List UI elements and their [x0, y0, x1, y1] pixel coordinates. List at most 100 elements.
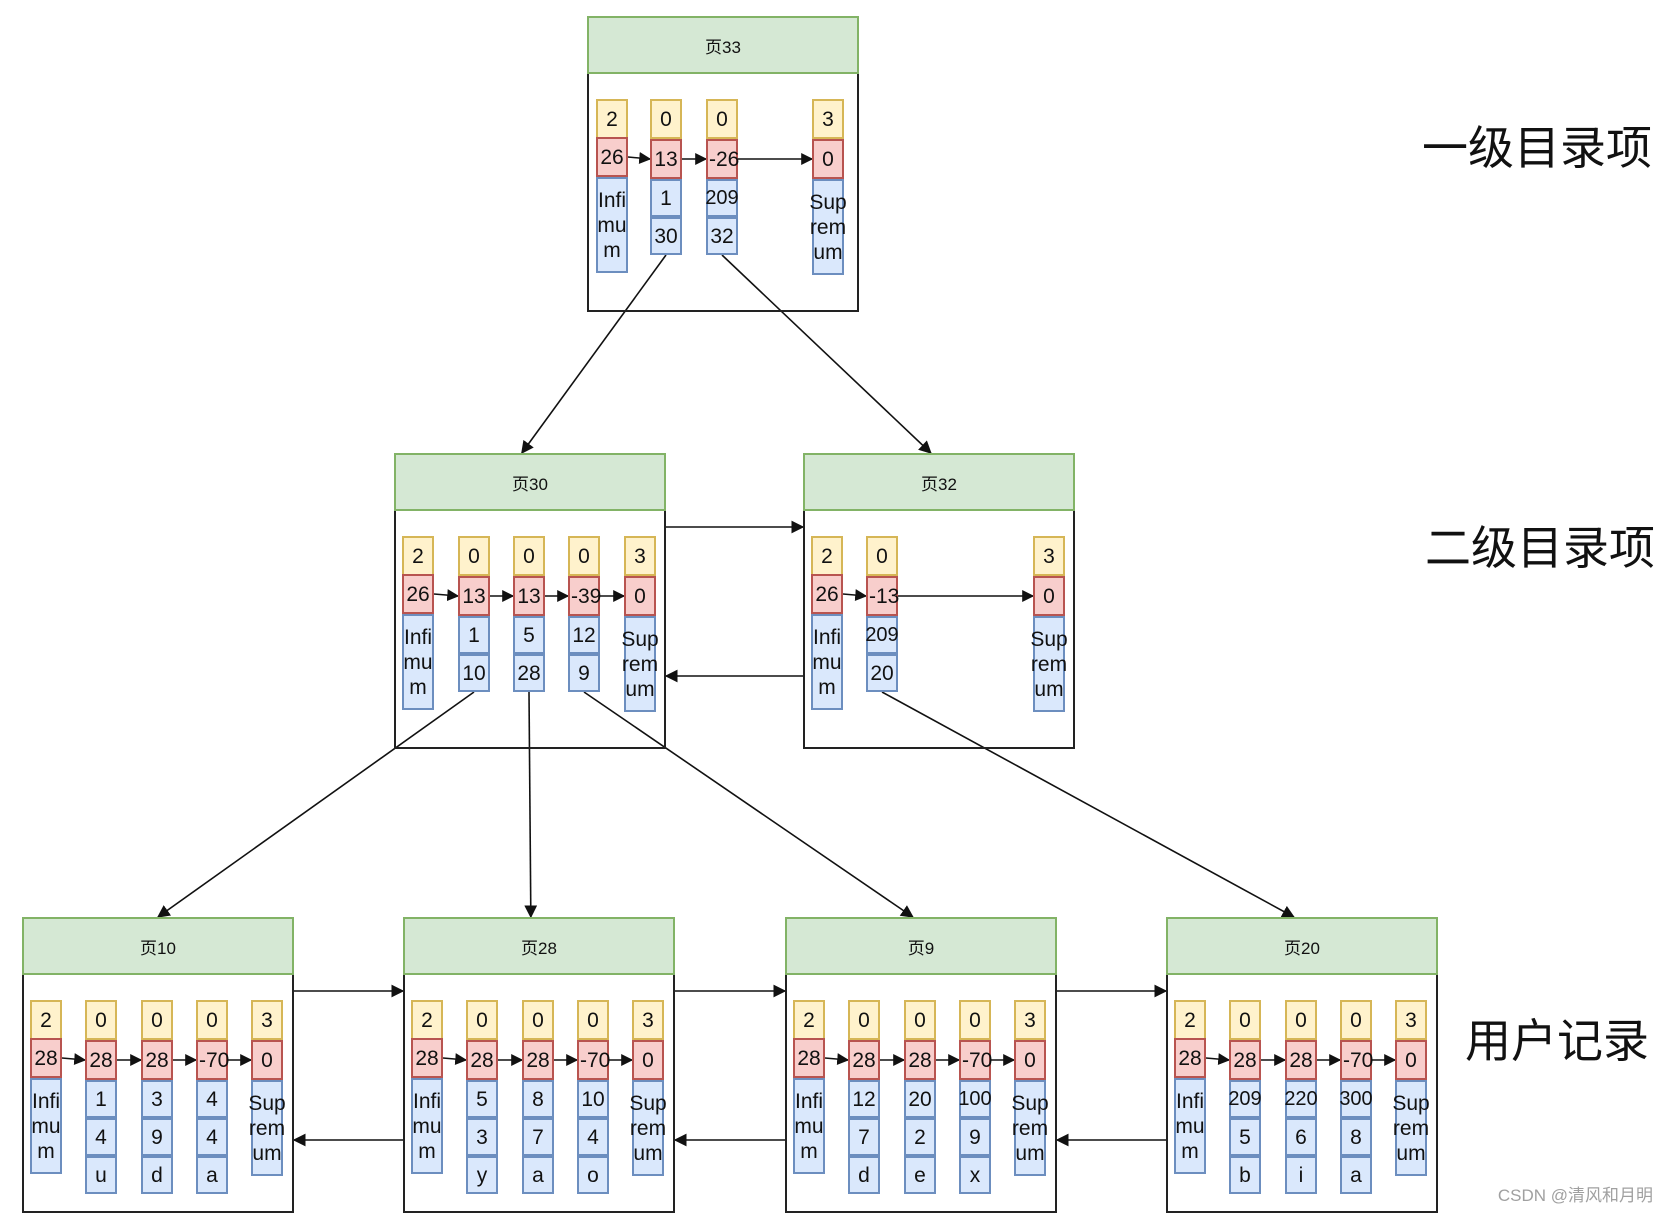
- infimum-record: Infi mu m: [402, 614, 434, 710]
- header-type-cell: 0: [866, 536, 898, 576]
- record-field-cell: 7: [848, 1118, 880, 1156]
- record-field-cell: 1: [85, 1080, 117, 1118]
- header-type-cell: 0: [458, 536, 490, 576]
- supremum-record: Sup rem um: [629, 1080, 667, 1176]
- header-type-cell: 0: [1229, 1000, 1261, 1040]
- record-field-cell: 32: [706, 217, 738, 255]
- record-field-cell: 220: [1284, 1080, 1318, 1118]
- record-field-cell: 6: [1285, 1118, 1317, 1156]
- header-type-cell: 0: [196, 1000, 228, 1040]
- header-type-cell: 0: [141, 1000, 173, 1040]
- header-type-cell: 2: [402, 536, 434, 576]
- record-chain-arrow: [61, 1053, 87, 1066]
- record-field-cell: 9: [141, 1118, 173, 1156]
- record-field-cell: 1: [650, 179, 682, 217]
- next-record-cell: 26: [402, 574, 434, 614]
- header-type-cell: 0: [959, 1000, 991, 1040]
- record-field-cell: 1: [458, 616, 490, 654]
- record-chain-arrow: [824, 1053, 850, 1066]
- record-field-cell: 4: [196, 1118, 228, 1156]
- record-field-cell: i: [1285, 1156, 1317, 1194]
- child-pointer-arrow: [721, 254, 932, 454]
- header-type-cell: 0: [1340, 1000, 1372, 1040]
- level-label-1: 一级目录项: [1422, 122, 1652, 174]
- page-header: 页28: [403, 917, 675, 975]
- record-chain-arrow: [433, 589, 460, 602]
- next-record-cell: -26: [706, 139, 739, 179]
- record-field-cell: 300: [1339, 1080, 1373, 1118]
- record-chain-arrow: [842, 589, 868, 602]
- header-type-cell: 0: [466, 1000, 498, 1040]
- next-record-cell: 13: [650, 139, 682, 179]
- record-field-cell: 20: [866, 654, 898, 692]
- next-record-cell: 0: [632, 1040, 664, 1080]
- next-record-cell: 28: [522, 1040, 554, 1080]
- next-record-cell: -70: [577, 1040, 610, 1080]
- record-field-cell: 10: [458, 654, 490, 692]
- supremum-record: Sup rem um: [621, 616, 659, 712]
- record-field-cell: 4: [85, 1118, 117, 1156]
- next-record-cell: 13: [458, 576, 490, 616]
- record-field-cell: 12: [848, 1080, 880, 1118]
- record-field-cell: 4: [196, 1080, 228, 1118]
- next-record-cell: 13: [513, 576, 545, 616]
- next-record-cell: 28: [141, 1040, 173, 1080]
- page-header: 页30: [394, 453, 666, 511]
- record-field-cell: 8: [1340, 1118, 1372, 1156]
- next-record-cell: 0: [251, 1040, 283, 1080]
- child-pointer-arrow: [524, 691, 538, 919]
- supremum-record: Sup rem um: [248, 1080, 286, 1176]
- page-header: 页32: [803, 453, 1075, 511]
- record-field-cell: a: [1340, 1156, 1372, 1194]
- header-type-cell: 2: [411, 1000, 443, 1040]
- record-field-cell: d: [141, 1156, 173, 1194]
- header-type-cell: 0: [706, 99, 738, 139]
- next-record-cell: 28: [466, 1040, 498, 1080]
- level-label-2: 二级目录项: [1425, 522, 1655, 574]
- header-type-cell: 2: [30, 1000, 62, 1040]
- record-field-cell: 7: [522, 1118, 554, 1156]
- header-type-cell: 0: [522, 1000, 554, 1040]
- record-field-cell: 5: [466, 1080, 498, 1118]
- record-field-cell: 8: [522, 1080, 554, 1118]
- record-field-cell: o: [577, 1156, 609, 1194]
- header-type-cell: 0: [650, 99, 682, 139]
- next-record-cell: 28: [904, 1040, 936, 1080]
- header-type-cell: 3: [1395, 1000, 1427, 1040]
- record-field-cell: e: [904, 1156, 936, 1194]
- header-type-cell: 0: [85, 1000, 117, 1040]
- record-field-cell: 3: [466, 1118, 498, 1156]
- supremum-record: Sup rem um: [1030, 616, 1068, 712]
- infimum-record: Infi mu m: [411, 1078, 443, 1174]
- next-record-cell: -13: [866, 576, 899, 616]
- record-field-cell: 9: [568, 654, 600, 692]
- header-type-cell: 2: [811, 536, 843, 576]
- header-type-cell: 2: [793, 1000, 825, 1040]
- record-field-cell: a: [196, 1156, 228, 1194]
- child-pointer-arrow: [521, 254, 667, 455]
- header-type-cell: 2: [1174, 1000, 1206, 1040]
- record-field-cell: 3: [141, 1080, 173, 1118]
- header-type-cell: 3: [812, 99, 844, 139]
- record-field-cell: 10: [577, 1080, 609, 1118]
- infimum-record: Infi mu m: [596, 177, 628, 273]
- page-header: 页33: [587, 16, 859, 74]
- header-type-cell: 0: [1285, 1000, 1317, 1040]
- record-field-cell: 209: [865, 616, 899, 654]
- next-record-cell: -70: [196, 1040, 229, 1080]
- next-record-cell: 28: [1285, 1040, 1317, 1080]
- infimum-record: Infi mu m: [1174, 1078, 1206, 1174]
- record-field-cell: y: [466, 1156, 498, 1194]
- record-field-cell: 5: [1229, 1118, 1261, 1156]
- record-field-cell: 4: [577, 1118, 609, 1156]
- next-record-cell: 28: [1174, 1038, 1206, 1078]
- record-chain-arrow: [1205, 1053, 1231, 1066]
- next-record-cell: 28: [411, 1038, 443, 1078]
- record-field-cell: 209: [705, 179, 739, 217]
- record-chain-arrow: [442, 1053, 468, 1066]
- infimum-record: Infi mu m: [811, 614, 843, 710]
- header-type-cell: 2: [596, 99, 628, 139]
- header-type-cell: 0: [577, 1000, 609, 1040]
- next-record-cell: 0: [1395, 1040, 1427, 1080]
